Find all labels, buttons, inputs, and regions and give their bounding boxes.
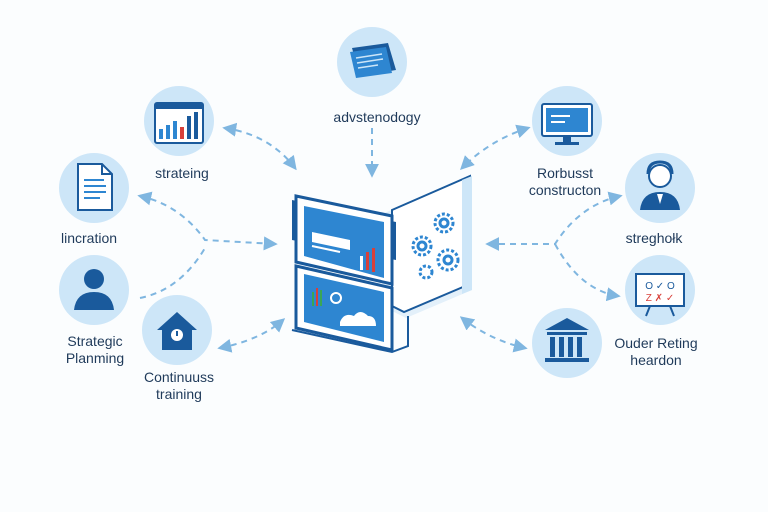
node-top [337,27,407,97]
connector-robust [460,124,531,170]
dashboard-screen-top [292,194,396,286]
folder-files-icon [350,43,396,78]
connector-right-mid [485,191,623,251]
node-robust [532,86,602,156]
hub-devices [291,174,472,354]
document-icon [77,163,113,211]
gear-panel [382,174,472,318]
whiteboard-icon: O ✓ O Z ✗ ✓ [635,273,685,317]
person-headset-icon [640,160,680,210]
node-continuous [142,295,212,365]
node-lincration-label: lincration [61,230,117,247]
label-line: heardon [630,352,682,368]
svg-text:Z ✗ ✓: Z ✗ ✓ [646,293,674,304]
label-line: streghołk [625,230,683,246]
node-strategic [59,255,129,325]
node-board: O ✓ O Z ✗ ✓ [625,255,695,325]
node-strateing [144,86,214,156]
connector-strateing [222,122,297,171]
label-line: training [156,386,202,402]
label-line: Continuuss [143,369,215,385]
node-strateing-label: strateing [155,165,209,182]
label-line: constructon [528,182,602,198]
label-line: lincration [60,230,118,246]
node-ouder-label: Ouder Reting heardon [614,335,697,369]
user-icon [74,269,114,310]
label-line: Ouder Reting [614,335,698,351]
node-top-label: advstenodogy [333,109,420,126]
label-line: Planming [65,350,125,366]
bank-building-icon [545,318,589,362]
chart-report-icon [154,102,204,144]
connector-continuous [217,318,286,353]
connector-strategic [139,247,206,299]
connector-lincration [137,191,278,251]
node-streghołk [625,153,695,223]
monitor-icon [541,103,593,145]
label-line: Strategic [67,333,123,349]
svg-text:O ✓ O: O ✓ O [645,281,675,292]
hub-base [291,316,409,354]
dashboard-screen-bottom [294,264,394,352]
home-icon [157,312,197,350]
label-line: strateing [155,165,209,181]
label-line: advstenodogy [333,109,421,125]
node-lincration [59,153,129,223]
node-robust-label: Rorbusst constructon [529,165,601,199]
gear-icon [411,212,460,280]
node-strategic-label: Strategic Planming [66,333,124,367]
label-line: Rorbusst [536,165,594,181]
connector-board [554,243,621,302]
node-ouder [532,308,602,378]
connectors [137,122,623,353]
node-streghołk-label: streghołk [626,230,683,247]
node-continuous-label: Continuuss training [144,369,214,403]
connector-ouder [459,316,528,353]
